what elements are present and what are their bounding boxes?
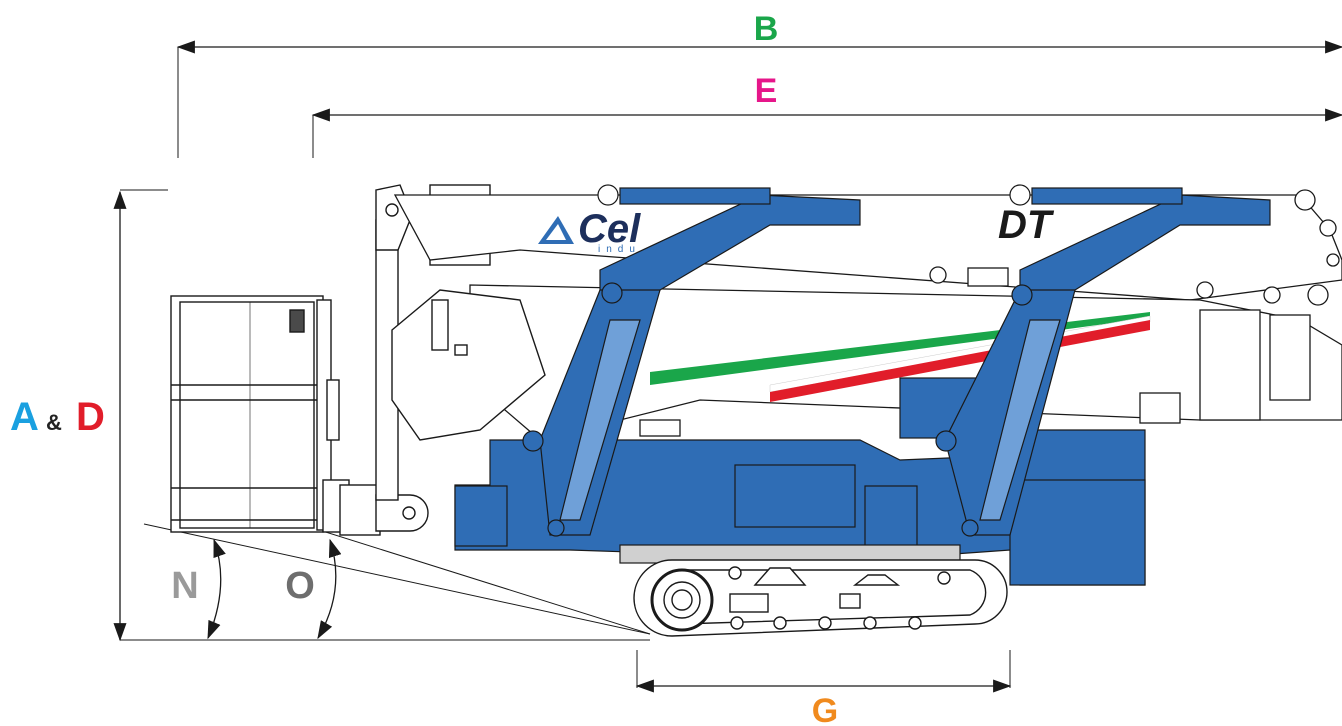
dimension-e: E [311,72,1342,158]
crawler-track [633,559,1008,637]
angle-n-label: N [171,565,198,607]
outrigger-arm-rear [935,184,1271,537]
brand-logo: Cel indu DT [538,203,1055,255]
brand-logo-subtext: indu [598,244,641,255]
dimension-g: G [635,650,1012,726]
outrigger-arm-front [522,184,861,537]
angle-o-label: O [285,565,315,607]
dimension-g-label: G [812,692,838,726]
dimension-e-label: E [755,72,778,110]
brand-logo-text: Cel [578,207,641,251]
dimension-amp-label: & [46,410,62,435]
jib-counterweight [391,289,546,441]
dimension-a-d: A & D [10,189,650,642]
work-platform-basket [170,295,350,533]
dimension-b-label: B [754,10,779,48]
upper-boom [393,189,1342,441]
dimension-d-label: D [76,395,105,439]
dimension-a-label: A [10,395,39,439]
dimension-b: B [176,10,1342,158]
model-logo-text: DT [998,203,1055,247]
angle-n: N [143,523,651,640]
